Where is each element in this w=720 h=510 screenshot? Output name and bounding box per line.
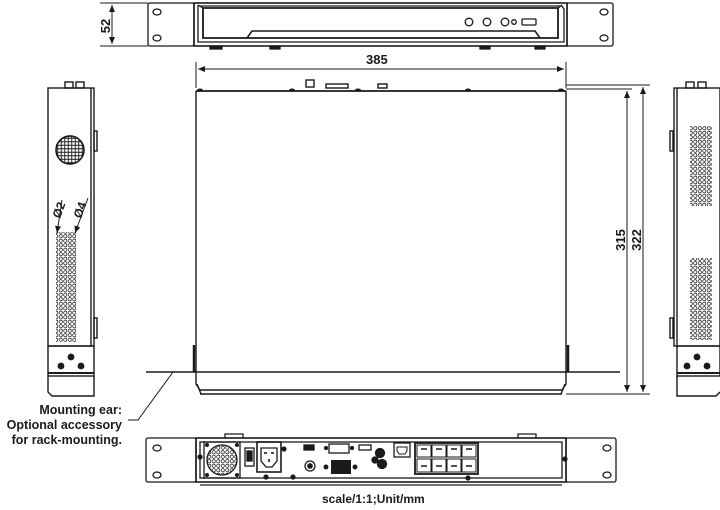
right-side-view — [669, 81, 720, 397]
scale-note: scale/1:1;Unit/mm — [322, 492, 425, 506]
left-side-view — [47, 81, 98, 397]
height-dimension-label: 52 — [98, 18, 113, 34]
rear-view — [145, 433, 617, 486]
front-view — [100, 2, 614, 50]
width-dimension-label: 385 — [366, 52, 388, 67]
top-view — [128, 62, 650, 421]
front-controls — [464, 17, 537, 27]
annotation-line-2: Optional accessory — [6, 418, 122, 432]
annotation-line-3: for rack-mounting. — [11, 433, 122, 447]
mounting-ear-annotation: Mounting ear: Optional accessory for rac… — [7, 403, 122, 448]
annotation-line-1: Mounting ear: — [39, 403, 122, 417]
depth-total-dimension-label: 322 — [629, 229, 644, 251]
poe-ports — [416, 444, 477, 473]
depth-body-dimension-label: 315 — [613, 229, 628, 251]
